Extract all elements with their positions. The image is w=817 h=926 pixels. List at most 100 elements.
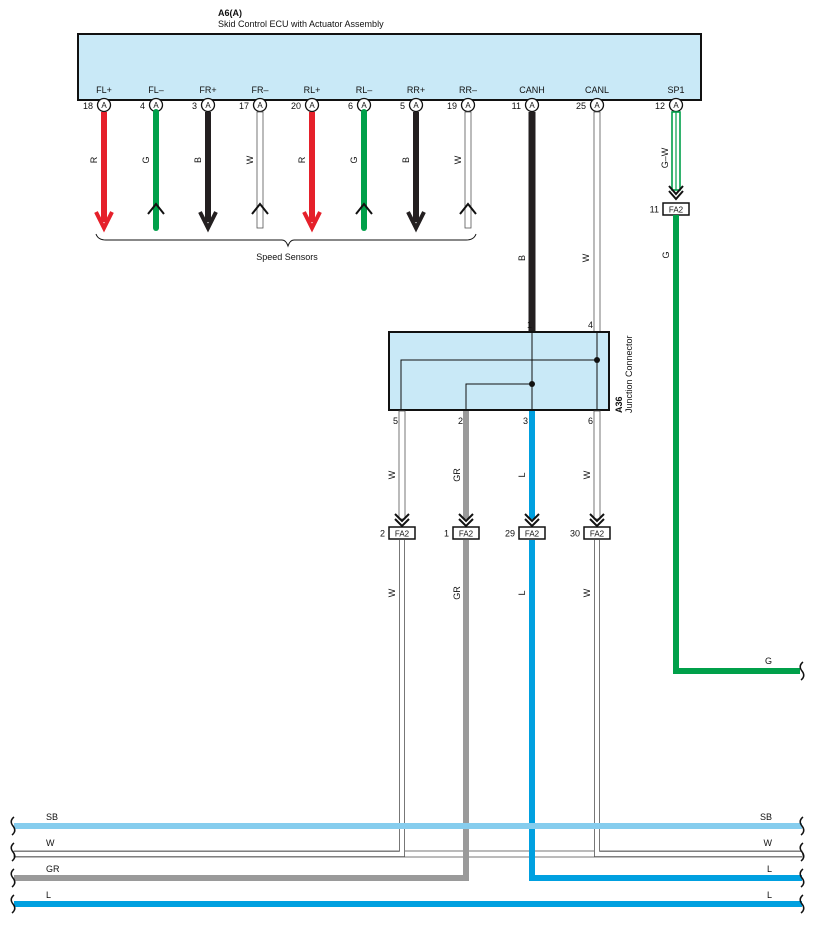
pin-marker-circle	[200, 97, 216, 113]
pin-num-11: 11	[512, 101, 521, 111]
wire-break-icon	[10, 894, 16, 914]
wire-breaks	[10, 816, 805, 914]
wire-color-j5: W	[387, 470, 397, 479]
wire-color-fr-plus: B	[193, 157, 203, 163]
wire-fa2-30	[594, 540, 802, 857]
fa2-label: FA2	[459, 530, 474, 539]
junction-pin-6: 6	[588, 416, 593, 426]
fa2-connector	[583, 526, 611, 540]
wire-color-fa2-30: W	[582, 588, 592, 597]
pin-name-rl-plus: RL+	[304, 85, 321, 95]
wire-color-rr-plus: B	[401, 157, 411, 163]
pin-marker-circle	[524, 97, 540, 113]
connector-mark: A	[361, 101, 367, 110]
connector-mark: A	[101, 101, 107, 110]
bus-label-right-l2: L	[767, 890, 772, 900]
wire-color-rr-minus: W	[453, 155, 463, 164]
fa2-label-sp1: FA2	[669, 206, 684, 215]
wire-break-icon	[799, 894, 805, 914]
arrow-up-icon	[251, 202, 269, 215]
wire-color-canl: W	[581, 253, 591, 262]
pin-num-17: 17	[239, 101, 249, 111]
wire-color-sp1: G–W	[660, 147, 670, 168]
wire-color-fl-minus: G	[141, 156, 151, 163]
wire-break-icon	[799, 816, 805, 836]
fa2-connector	[452, 526, 480, 540]
wire-break-icon	[799, 661, 805, 681]
wire-sp1	[668, 111, 684, 201]
pin-num-3: 3	[192, 101, 197, 111]
speed-sensors-brace	[95, 233, 477, 248]
connector-mark: A	[413, 101, 419, 110]
fa2-pin-11: 11	[650, 205, 659, 215]
chevron-down-icon	[394, 518, 410, 528]
ecu-id: A6(A)	[218, 8, 242, 18]
arrow-up-icon	[459, 202, 477, 215]
junction-pin-5: 5	[393, 416, 398, 426]
connector-mark: A	[529, 101, 535, 110]
pin-marker-circle	[96, 97, 112, 113]
bus-label-left-w: W	[46, 838, 55, 848]
fa2-pin-2: 2	[380, 529, 385, 539]
wire-break-icon	[799, 868, 805, 888]
pin-num-18: 18	[83, 101, 93, 111]
junction-pin-2: 2	[458, 416, 463, 426]
pin-name-sp1: SP1	[667, 85, 684, 95]
pin-name-fr-minus: FR–	[251, 85, 268, 95]
junction-internal-line	[400, 359, 597, 410]
pin-marker-circle	[252, 97, 268, 113]
pin-name-rr-minus: RR–	[459, 85, 477, 95]
pin-name-canl: CANL	[585, 85, 609, 95]
wire-color-fa2-2: W	[387, 588, 397, 597]
connector-mark: A	[673, 101, 679, 110]
pin-num-12: 12	[655, 101, 665, 111]
wire-fa2-2-border	[14, 540, 405, 857]
fa2-connector	[518, 526, 546, 540]
chevron-down-icon	[668, 185, 684, 196]
chevron-down-icon	[668, 190, 684, 201]
junction-internal-line	[465, 383, 532, 410]
bus-label-right-sb: SB	[760, 812, 772, 822]
bus-label-left-sb: SB	[46, 812, 58, 822]
fa2-pin-30: 30	[570, 529, 580, 539]
pin-markers	[96, 97, 684, 113]
connector-mark: A	[309, 101, 315, 110]
arrow-down-icon	[94, 211, 114, 233]
wire-color-canh: B	[517, 255, 527, 261]
chevrons	[394, 513, 605, 528]
wire-fa2-30-border	[594, 540, 802, 857]
chevron-down-icon	[394, 513, 410, 523]
connector-mark: A	[465, 101, 471, 110]
wire-color-fa2-1: GR	[452, 586, 462, 600]
wire-color-fa2-29: L	[517, 590, 527, 595]
wire-color-g: G	[661, 251, 671, 258]
pin-name-canh: CANH	[519, 85, 545, 95]
bus-label-right-l: L	[767, 864, 772, 874]
pin-num-25: 25	[576, 101, 586, 111]
junction-pin-1: 1	[527, 320, 532, 330]
pin-marker-circle	[460, 97, 476, 113]
wire-break-icon	[799, 842, 805, 862]
arrow-down-icon	[406, 211, 426, 233]
wire-color-j3: L	[517, 472, 527, 477]
wire-break-icon	[10, 868, 16, 888]
arrow-down-icon	[302, 211, 322, 233]
chevron-down-icon	[589, 518, 605, 528]
wire-color-fl-plus: R	[89, 156, 99, 163]
arrow-up-icon	[147, 202, 165, 215]
g-line-label: G	[765, 656, 772, 666]
arrow-up-icon	[355, 202, 373, 215]
fa2-label: FA2	[395, 530, 410, 539]
wire-color-rl-minus: G	[349, 156, 359, 163]
speed-sensor-wires	[94, 109, 477, 233]
wire-junction-6	[593, 410, 601, 520]
junction-internal	[400, 332, 598, 410]
pin-name-fl-plus: FL+	[96, 85, 112, 95]
pin-name-fr-plus: FR+	[199, 85, 216, 95]
bus-label-left-gr: GR	[46, 864, 60, 874]
pin-num-5: 5	[400, 101, 405, 111]
pin-num-6: 6	[348, 101, 353, 111]
connector-mark: A	[594, 101, 600, 110]
pin-marker-circle	[589, 97, 605, 113]
wire-color-fr-minus: W	[245, 155, 255, 164]
